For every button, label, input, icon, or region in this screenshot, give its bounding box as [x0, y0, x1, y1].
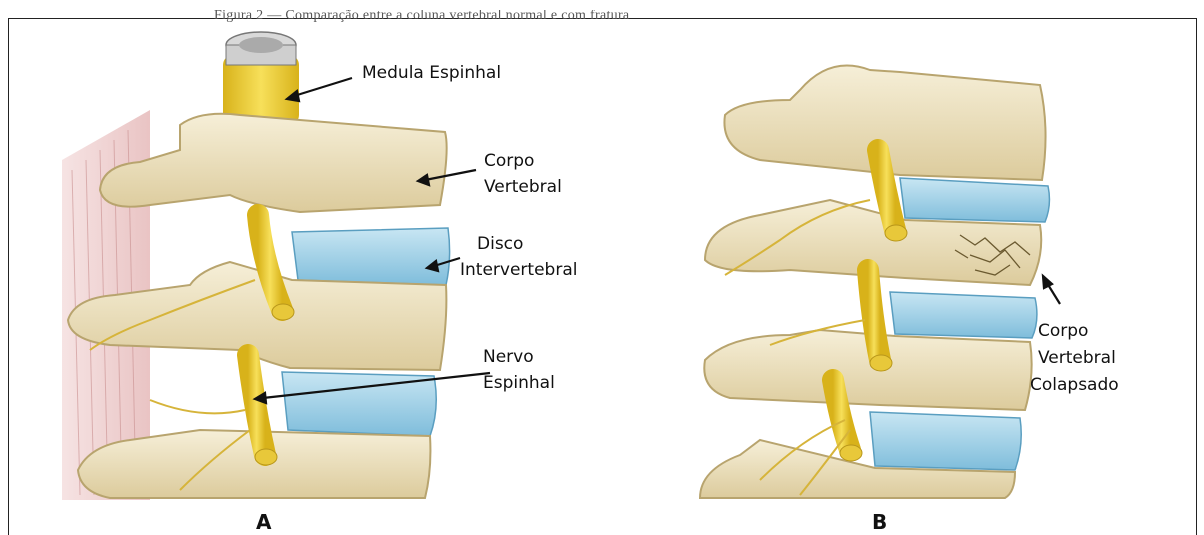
- label-collapsed-3: Colapsado: [1030, 374, 1119, 396]
- intervertebral-disc: [292, 228, 450, 285]
- label-collapsed-2: Vertebral: [1038, 347, 1116, 369]
- panel-a-illustration: [62, 32, 450, 500]
- label-nerve-1: Nervo: [483, 346, 534, 368]
- label-collapsed-1: Corpo: [1038, 320, 1088, 342]
- label-vertebral-body-2: Vertebral: [484, 176, 562, 198]
- panel-b-illustration: [700, 66, 1049, 499]
- label-disc-1: Disco: [477, 233, 523, 255]
- panel-letter-a: A: [256, 510, 271, 534]
- panel-letter-b: B: [872, 510, 887, 534]
- vertebra-top: [100, 114, 447, 212]
- label-disc-2: Intervertebral: [460, 259, 577, 281]
- label-nerve-2: Espinhal: [483, 372, 555, 394]
- label-vertebral-body-1: Corpo: [484, 150, 534, 172]
- label-spinal-cord: Medula Espinhal: [362, 62, 501, 84]
